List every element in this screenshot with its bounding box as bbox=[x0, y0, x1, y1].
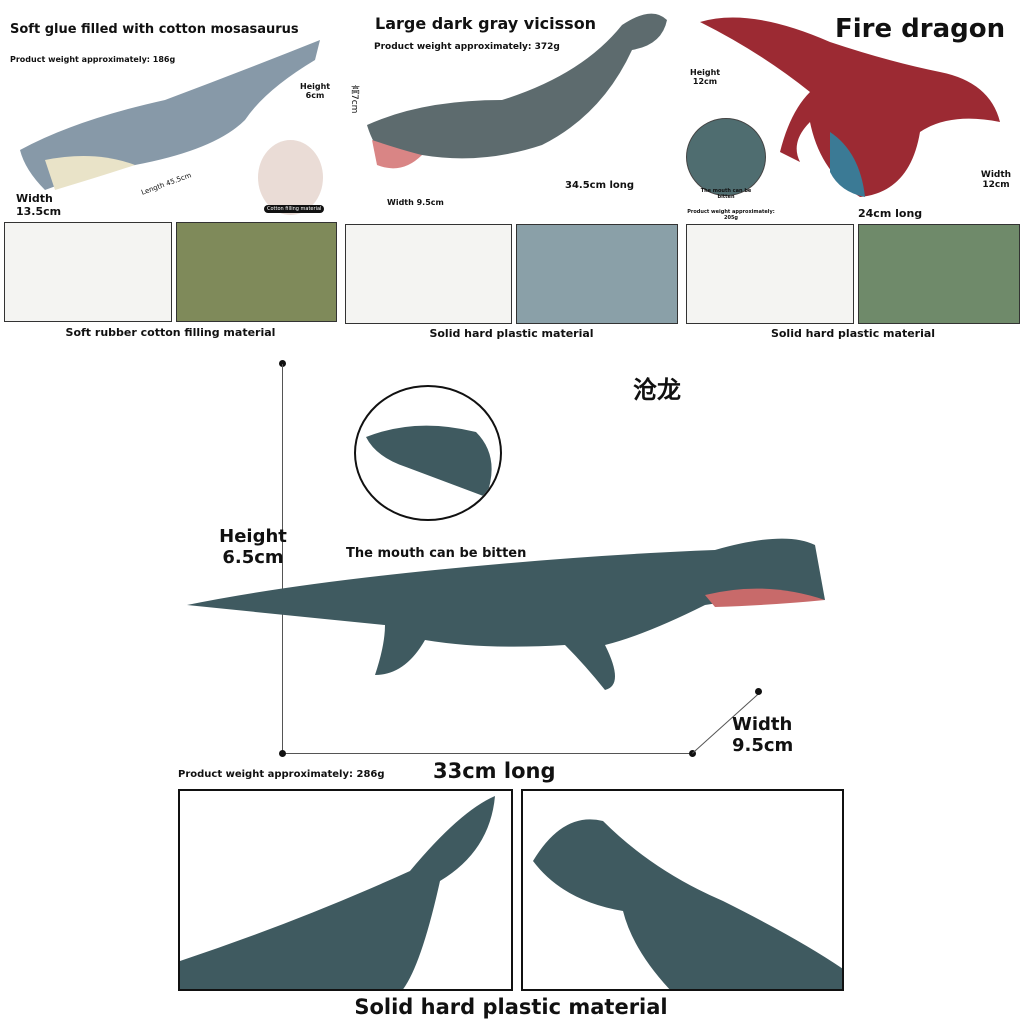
weight-label: Product weight approximately: 286g bbox=[178, 769, 385, 780]
height-label: 高7cm bbox=[349, 85, 359, 114]
weight-label: Product weight approximately: 186g bbox=[10, 55, 176, 64]
width-label: Width 9.5cm bbox=[387, 198, 444, 207]
main-caption: Solid hard plastic material bbox=[354, 995, 668, 1019]
photo-main-b bbox=[521, 789, 844, 991]
panel-title: Large dark gray vicisson bbox=[375, 14, 597, 33]
mouth-closeup-image bbox=[366, 425, 492, 497]
height-label: Height 6.5cm bbox=[219, 526, 287, 568]
panel-title: Soft glue filled with cotton mosasaurus bbox=[10, 22, 299, 37]
panel-caption: Solid hard plastic material bbox=[770, 327, 936, 340]
mosasaurus-main-image bbox=[187, 538, 825, 690]
vicisson-image bbox=[367, 13, 667, 169]
height-label: Height 12cm bbox=[690, 68, 721, 86]
panel-title: Fire dragon bbox=[835, 14, 1006, 44]
width-label: Width 13.5cm bbox=[16, 192, 62, 218]
length-label: 24cm long bbox=[858, 207, 923, 220]
weight-label: Product weight approximately: 372g bbox=[374, 42, 560, 52]
panel-caption: Soft rubber cotton filling material bbox=[65, 326, 276, 339]
weight-label: Product weight approximately: 205g bbox=[687, 209, 775, 221]
photo-3a bbox=[686, 224, 854, 324]
length-label: 34.5cm long bbox=[565, 180, 635, 191]
inset-label: The mouth can be bitten bbox=[346, 546, 527, 561]
photo-main-a bbox=[178, 789, 513, 991]
photo-1a bbox=[4, 222, 172, 322]
photo-3b bbox=[858, 224, 1020, 324]
fire-dragon-image bbox=[700, 17, 1000, 197]
photo-2a bbox=[345, 224, 512, 324]
width-label: Width 9.5cm bbox=[732, 714, 794, 756]
mosasaurus-soft-image bbox=[20, 40, 320, 190]
inset-label: The mouth can be bitten bbox=[700, 188, 752, 200]
cotton-badge: Cotton filling material bbox=[264, 205, 325, 213]
length-label: 33cm long bbox=[433, 759, 556, 783]
width-label: Width 12cm bbox=[980, 170, 1012, 190]
main-title: 沧龙 bbox=[633, 376, 681, 404]
panel-caption: Solid hard plastic material bbox=[429, 327, 594, 340]
height-label: Height 6cm bbox=[300, 82, 331, 100]
photo-1b bbox=[176, 222, 337, 322]
photo-2b bbox=[516, 224, 678, 324]
